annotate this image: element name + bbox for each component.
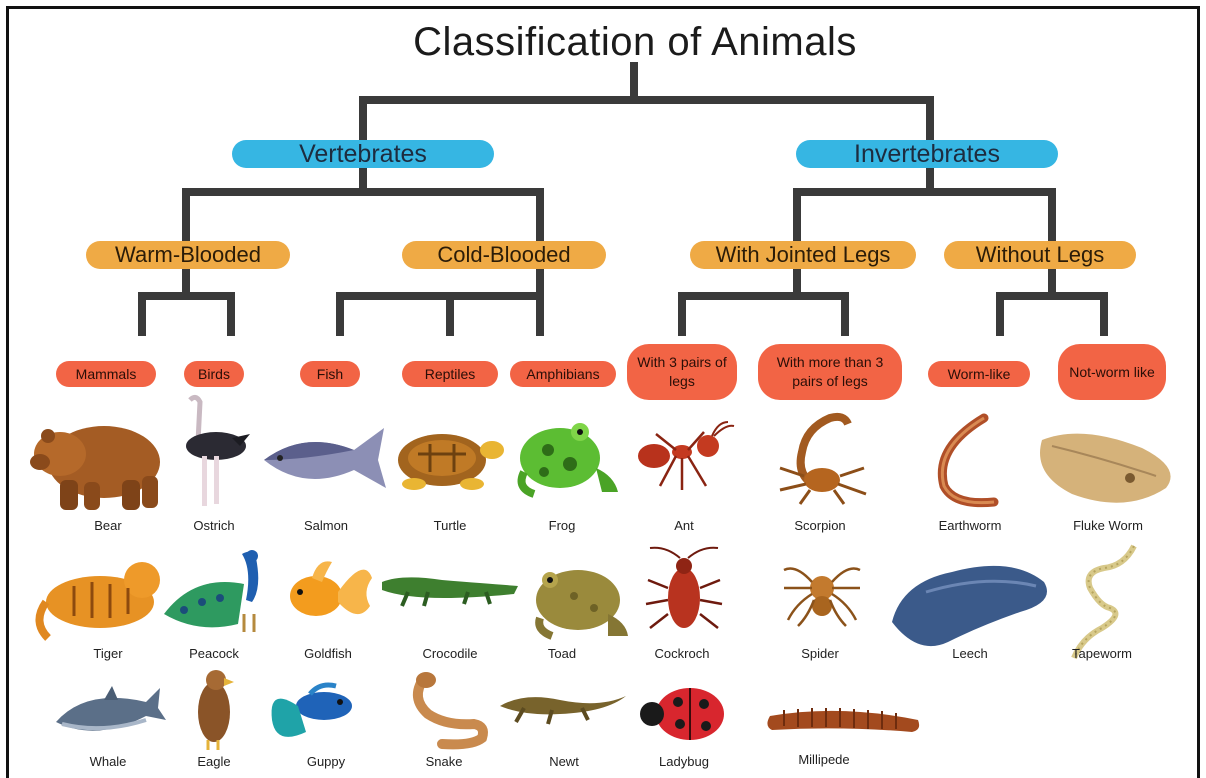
reptiles-node: Reptiles [402, 361, 498, 387]
peacock-label: Peacock [154, 646, 274, 661]
frog-label: Frog [502, 518, 622, 533]
scorpion-illustration [770, 410, 874, 506]
millipede-illustration [764, 698, 924, 738]
crocodile-label: Crocodile [390, 646, 510, 661]
mammals-node: Mammals [56, 361, 156, 387]
bear-label: Bear [48, 518, 168, 533]
newt-label: Newt [504, 754, 624, 769]
toad-illustration [528, 560, 632, 640]
ant-label: Ant [624, 518, 744, 533]
spider-illustration [780, 548, 862, 632]
more-than-three-pairs-node: With more than 3 pairs of legs [758, 344, 902, 400]
ladybug-illustration [638, 680, 732, 746]
ant-illustration [626, 420, 736, 496]
snake-label: Snake [384, 754, 504, 769]
worm-like-node: Worm-like [928, 361, 1030, 387]
millipede-label: Millipede [764, 752, 884, 767]
warm-blooded-node: Warm-Blooded [86, 241, 290, 269]
salmon-illustration [260, 424, 390, 494]
earthworm-illustration [922, 412, 1022, 508]
ostrich-illustration [176, 394, 252, 512]
turtle-label: Turtle [390, 518, 510, 533]
eagle-label: Eagle [154, 754, 274, 769]
ladybug-label: Ladybug [624, 754, 744, 769]
tapeworm-illustration [1068, 542, 1144, 644]
tiger-illustration [34, 546, 164, 642]
whale-illustration [52, 682, 168, 740]
frog-illustration [514, 416, 620, 498]
tapeworm-label: Tapeworm [1042, 646, 1162, 661]
fish-node: Fish [300, 361, 360, 387]
birds-node: Birds [184, 361, 244, 387]
leech-label: Leech [910, 646, 1030, 661]
eagle-illustration [190, 666, 238, 752]
three-pairs-legs-node: With 3 pairs of legs [627, 344, 737, 400]
amphibians-node: Amphibians [510, 361, 616, 387]
ostrich-label: Ostrich [154, 518, 274, 533]
vertebrates-node: Vertebrates [232, 140, 494, 168]
spider-label: Spider [760, 646, 880, 661]
peacock-illustration [160, 544, 272, 636]
scorpion-label: Scorpion [760, 518, 880, 533]
cold-blooded-node: Cold-Blooded [402, 241, 606, 269]
salmon-label: Salmon [266, 518, 386, 533]
invertebrates-node: Invertebrates [796, 140, 1058, 168]
leech-illustration [886, 552, 1052, 642]
fluke-worm-label: Fluke Worm [1048, 518, 1168, 533]
with-jointed-legs-node: With Jointed Legs [690, 241, 916, 269]
not-worm-like-node: Not-worm like [1058, 344, 1166, 400]
fluke-worm-illustration [1036, 420, 1176, 510]
turtle-illustration [394, 424, 506, 496]
snake-illustration [404, 668, 488, 752]
tiger-label: Tiger [48, 646, 168, 661]
goldfish-illustration [282, 552, 374, 632]
toad-label: Toad [502, 646, 622, 661]
guppy-illustration [268, 680, 358, 746]
cockroach-illustration [644, 544, 724, 640]
cockroach-label: Cockroch [622, 646, 742, 661]
bear-illustration [24, 410, 164, 514]
whale-label: Whale [48, 754, 168, 769]
newt-illustration [496, 686, 628, 726]
guppy-label: Guppy [266, 754, 386, 769]
goldfish-label: Goldfish [268, 646, 388, 661]
earthworm-label: Earthworm [910, 518, 1030, 533]
crocodile-illustration [378, 568, 520, 608]
without-legs-node: Without Legs [944, 241, 1136, 269]
